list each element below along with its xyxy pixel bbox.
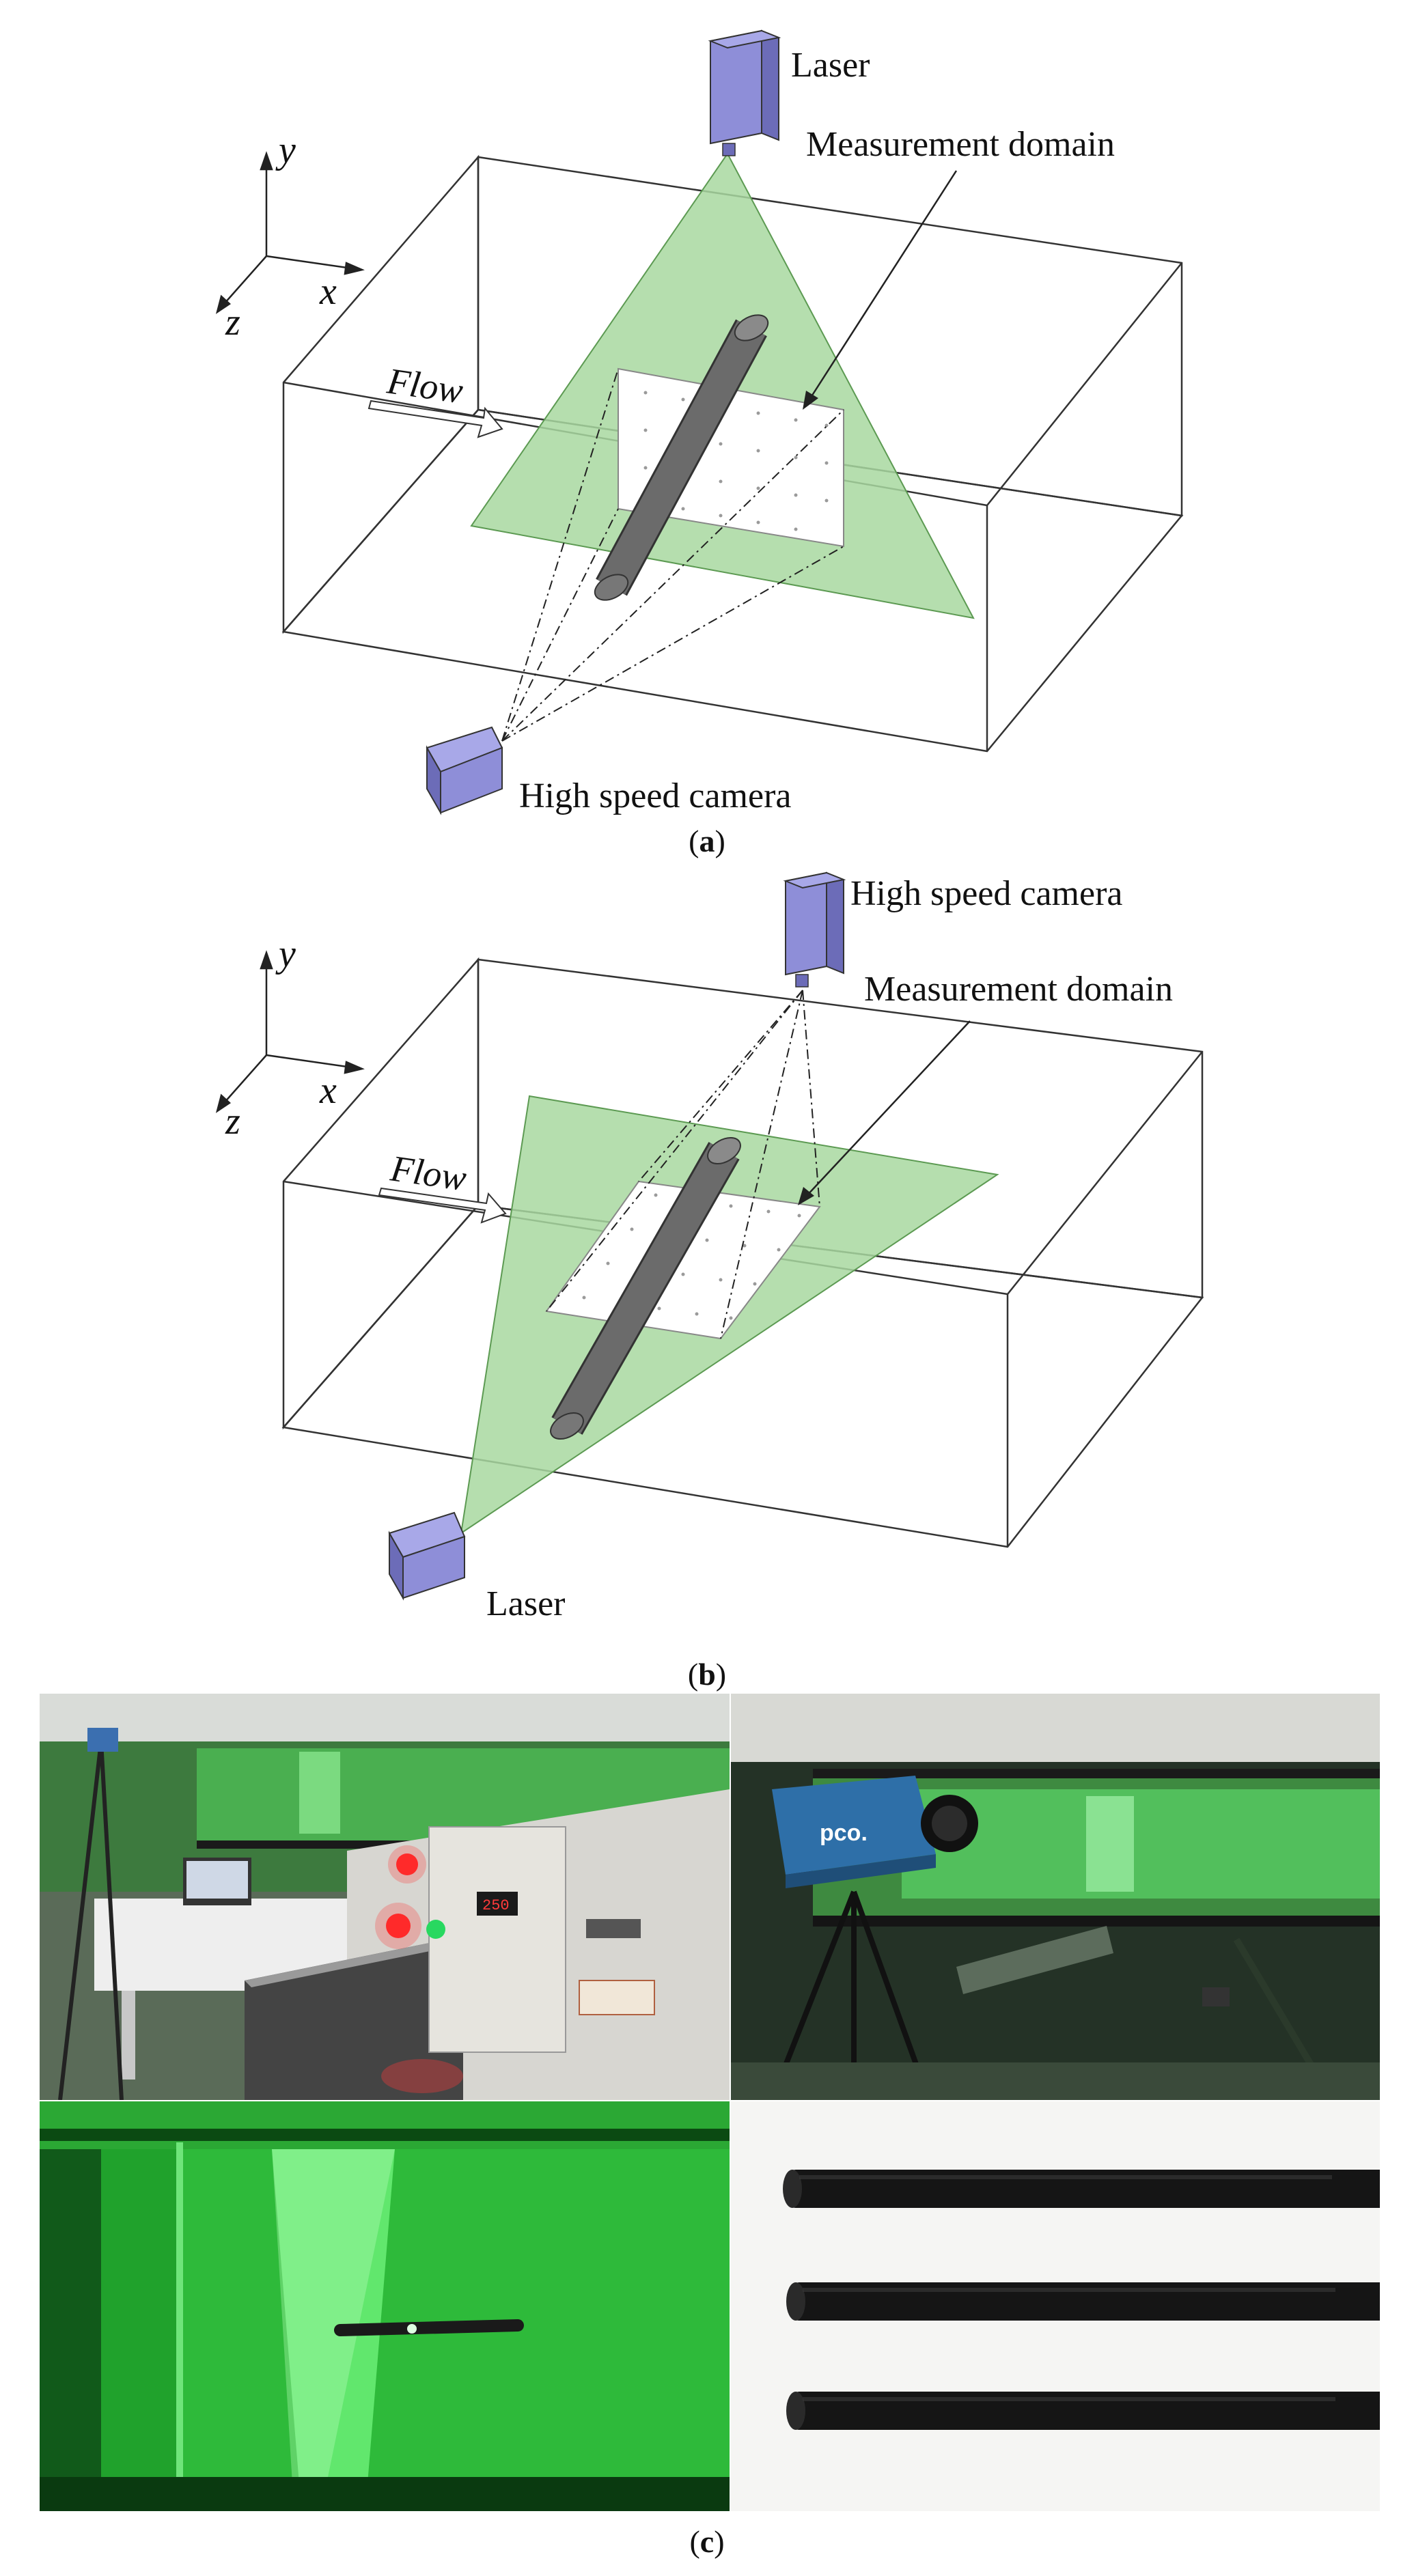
camera-brand-label: pco. [820, 1820, 868, 1846]
laser-device [708, 29, 781, 156]
camera-device [426, 726, 503, 815]
measurement-domain-label: Measurement domain [806, 125, 1115, 164]
laser-device [388, 1511, 466, 1601]
measurement-domain-label: Measurement domain [864, 970, 1173, 1009]
photo-camera-setup: pco. [731, 1694, 1380, 2100]
tank-box [281, 154, 1184, 753]
cylinder [550, 1137, 741, 1440]
caption-a-letter: a [699, 824, 715, 858]
axis-y-label: y [275, 933, 296, 975]
camera-view-lines [546, 990, 820, 1339]
domain-leader-arrow [798, 1020, 971, 1205]
caption-b: (b) [687, 1657, 727, 1692]
axes-triad [215, 151, 365, 314]
cylinder [594, 314, 769, 601]
camera-device [783, 871, 846, 988]
camera-label: High speed camera [850, 874, 1122, 913]
caption-a: (a) [689, 824, 725, 858]
camera-label: High speed camera [519, 776, 791, 815]
cylinder-sample-1 [783, 2170, 1380, 2208]
caption-b-letter: b [698, 1657, 716, 1692]
caption-c: (c) [689, 2524, 725, 2559]
photo-lab-control-panel: 250 [40, 1694, 730, 2100]
axis-x-label: x [319, 270, 337, 313]
panel-b-diagram: Flow High speed camera Measurement domai… [215, 871, 1204, 1623]
flow-arrow [378, 1187, 507, 1224]
photo-cylinder-samples [731, 2101, 1380, 2511]
cylinder-sample-2 [786, 2282, 1380, 2321]
panel-a-diagram: Flow Laser Measurement domain High speed… [215, 29, 1184, 815]
axis-z-label: z [225, 1100, 240, 1143]
panel-b-schematic: Flow High speed camera Measurement domai… [0, 847, 1414, 1694]
axis-z-label: z [225, 301, 240, 344]
axis-x-label: x [319, 1069, 337, 1112]
controller-display: 250 [482, 1897, 510, 1914]
laser-label: Laser [791, 46, 870, 85]
axes-triad [215, 950, 365, 1113]
domain-leader-arrow [803, 170, 958, 410]
camera-view-lines [501, 368, 844, 742]
laser-label: Laser [486, 1584, 565, 1623]
axis-y-label: y [275, 129, 296, 171]
cylinder-sample-3 [786, 2392, 1380, 2430]
flow-label: Flow [384, 360, 465, 411]
caption-c-letter: c [699, 2524, 715, 2559]
panel-a-schematic: Flow Laser Measurement domain High speed… [0, 0, 1414, 858]
panel-c-photos: 250 pco. [0, 1694, 1414, 2576]
photo-laser-sheet-tank [40, 2101, 730, 2511]
flow-arrow [368, 400, 503, 438]
